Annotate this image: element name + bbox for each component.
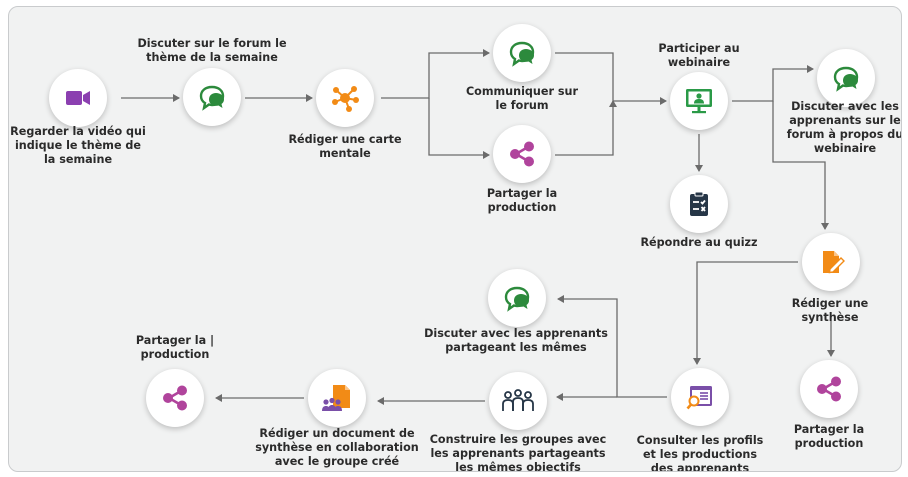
label-share1: Partager la production: [486, 187, 558, 214]
share-icon: [493, 125, 551, 183]
edit-document-icon: [802, 233, 860, 291]
edge-mindmap-to-share1: [428, 98, 490, 159]
share-icon: [800, 360, 858, 418]
group-people-icon: [489, 372, 547, 430]
label-quiz: Répondre au quizz: [640, 236, 758, 249]
edge-forum2-to-webinar: [555, 52, 667, 105]
diagram-canvas: Regarder la vidéo qui indique le thème d…: [8, 6, 902, 472]
edge-share1-to-webinar: [555, 100, 617, 156]
label-groups: Construire les groupes avec les apprenan…: [429, 433, 607, 472]
label-video: Regarder la vidéo qui indique le thème d…: [10, 125, 146, 166]
label-share2: Partager la production: [793, 423, 865, 450]
chat-bubble-icon: [493, 24, 551, 82]
label-share3: Partager la | production: [135, 334, 215, 361]
edge-mindmap-to-forum2: [381, 49, 490, 99]
collab-document-icon: [308, 369, 366, 427]
label-webinar: Participer au webinaire: [658, 42, 740, 69]
label-forum1: Discuter sur le forum le thème de la sem…: [137, 37, 287, 64]
label-collabdoc: Rédiger un document de synthèse en colla…: [255, 427, 419, 468]
chat-bubble-icon: [817, 49, 875, 107]
label-synth: Rédiger une synthèse: [791, 297, 869, 324]
label-profiles: Consulter les profils et les productions…: [636, 434, 764, 472]
label-mindmap: Rédiger une carte mentale: [288, 133, 402, 160]
webinar-screen-icon: [670, 72, 728, 130]
profile-search-icon: [671, 368, 729, 426]
edge-profiles-to-forum4: [557, 295, 667, 398]
quiz-clipboard-icon: [670, 175, 728, 233]
edge-webinar-to-forum3: [732, 65, 814, 102]
mind-map-icon: [316, 69, 374, 127]
label-forum4: Discuter avec les apprenants partageant …: [424, 327, 608, 354]
connectors: [121, 49, 835, 405]
label-forum3: Discuter avec les apprenants sur le foru…: [786, 100, 902, 155]
chat-bubble-icon: [488, 269, 546, 327]
chat-bubble-icon: [183, 68, 241, 126]
video-camera-icon: [49, 69, 107, 127]
label-forum2: Communiquer sur le forum: [465, 85, 579, 112]
share-icon: [146, 369, 204, 427]
edge-synth-to-profiles: [693, 261, 798, 365]
edge-webinar-to-synth: [772, 101, 829, 230]
